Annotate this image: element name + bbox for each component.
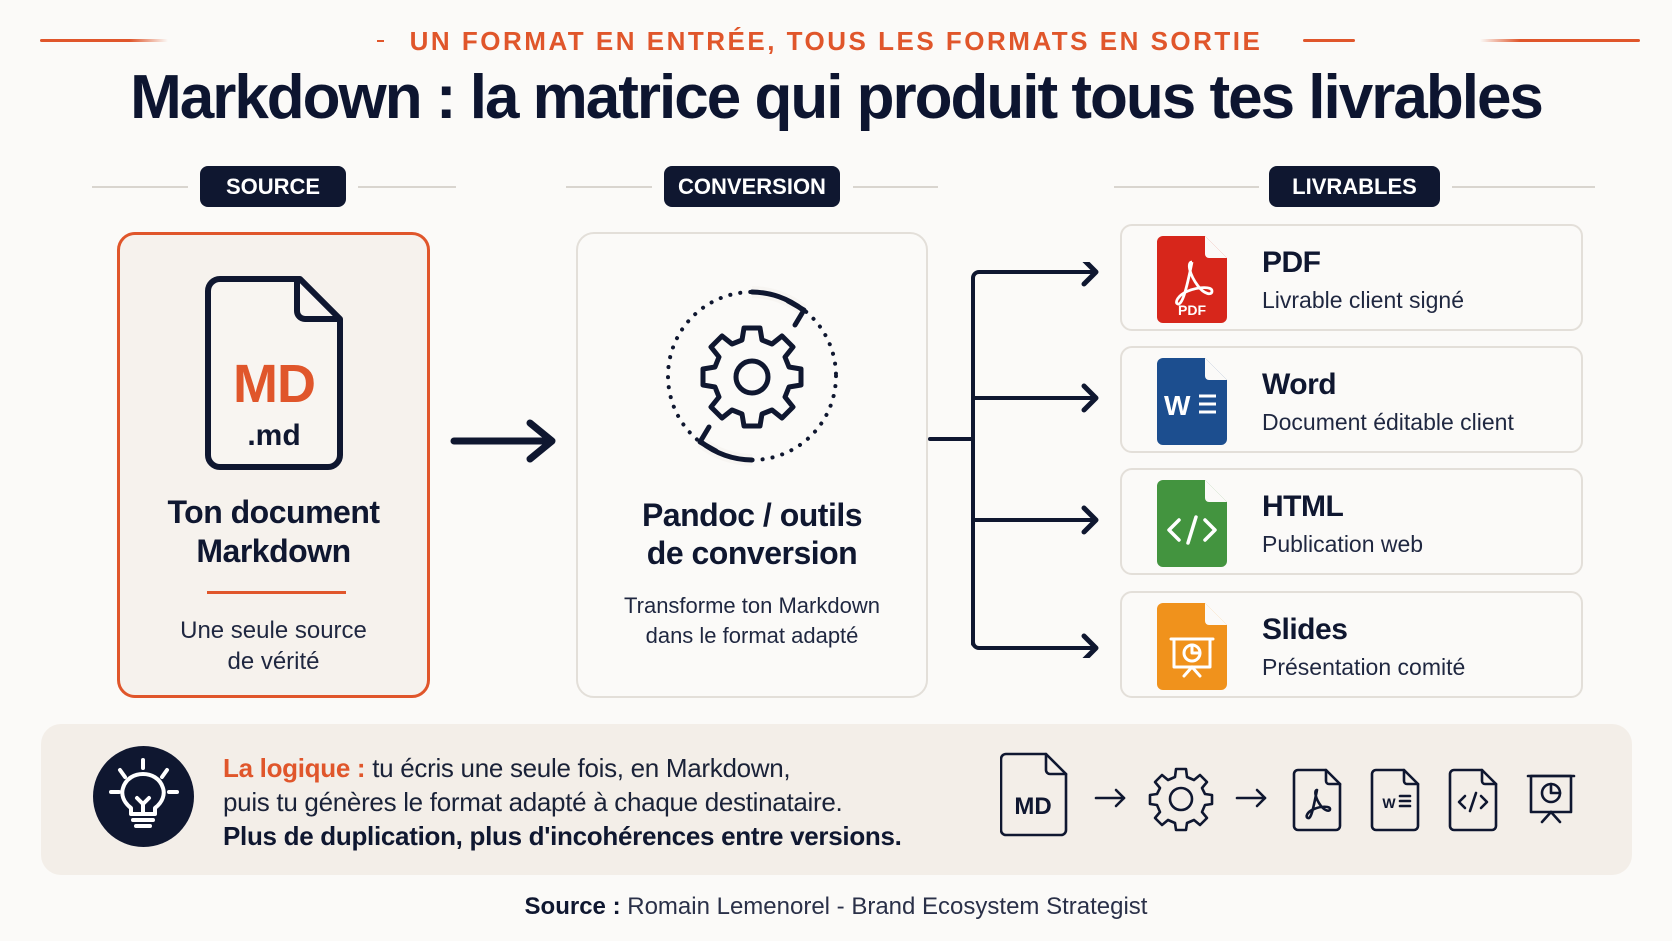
deliverable-name: PDF <box>1262 246 1321 279</box>
slides-file-icon <box>1157 603 1227 690</box>
source-card-title-line1: Ton document <box>167 494 380 530</box>
logic-panel <box>41 724 1632 875</box>
lightbulb-badge <box>93 746 194 847</box>
tagline-dash <box>377 40 384 42</box>
section-pill-deliverables: LIVRABLES <box>1269 166 1440 207</box>
section-pill-conversion: CONVERSION <box>664 166 840 207</box>
deliverable-card-word: W Word Document éditable client <box>1120 346 1583 453</box>
word-file-icon: W <box>1157 358 1227 445</box>
source-card-title-line2: Markdown <box>196 533 351 569</box>
pdf-icon <box>1292 768 1342 832</box>
section-pill-source: SOURCE <box>200 166 346 207</box>
gear-cycle-icon <box>666 286 838 466</box>
logic-line1: La logique : tu écris une seule fois, en… <box>223 753 791 783</box>
deliverable-name: Slides <box>1262 613 1348 646</box>
arrow-right-icon <box>1094 788 1126 808</box>
deliverable-card-html: HTML Publication web <box>1120 468 1583 575</box>
svg-text:W: W <box>1382 795 1396 811</box>
source-credit-text: Romain Lemenorel - Brand Ecosystem Strat… <box>620 893 1148 920</box>
mini-flow: MD W <box>1000 752 1576 837</box>
branch-connector <box>928 262 1099 658</box>
source-card: MD .md Ton document Markdown Une seule s… <box>117 232 430 698</box>
arrow-right-icon <box>1235 788 1267 808</box>
markdown-file-icon <box>205 276 343 470</box>
source-card-divider <box>207 591 346 594</box>
md-file-icon <box>1000 752 1068 837</box>
word-icon <box>1370 768 1420 832</box>
gear-icon <box>1148 767 1214 832</box>
conversion-card-sub-line2: dans le format adapté <box>645 623 859 648</box>
logic-line3: Plus de duplication, plus d'incohérences… <box>223 821 902 851</box>
source-credit-label: Source : <box>524 893 621 920</box>
pdf-file-icon: PDF <box>1157 236 1227 323</box>
deliverable-name: HTML <box>1262 490 1344 523</box>
code-icon <box>1448 768 1498 832</box>
deliverable-name: Word <box>1262 368 1337 401</box>
presentation-icon <box>1526 774 1576 824</box>
source-credit: Source : Romain Lemenorel - Brand Ecosys… <box>0 893 1672 921</box>
svg-text:PDF: PDF <box>1178 302 1206 318</box>
lightbulb-icon <box>109 758 179 828</box>
md-extension-label: .md <box>247 419 301 452</box>
section-rule <box>853 186 938 188</box>
section-rule <box>1452 186 1595 188</box>
section-rule <box>1114 186 1259 188</box>
tagline: UN FORMAT EN ENTRÉE, TOUS LES FORMATS EN… <box>0 26 1672 57</box>
tagline-rule-far-right <box>1480 39 1640 42</box>
deliverable-desc: Document éditable client <box>1262 409 1514 435</box>
html-file-icon <box>1157 480 1227 567</box>
section-rule <box>566 186 652 188</box>
deliverable-card-pdf: PDF PDF Livrable client signé <box>1120 224 1583 331</box>
svg-text:MD: MD <box>1014 793 1051 820</box>
logic-line2: puis tu génères le format adapté à chaqu… <box>223 787 843 817</box>
tagline-text: UN FORMAT EN ENTRÉE, TOUS LES FORMATS EN… <box>409 26 1263 56</box>
logic-text: La logique : tu écris une seule fois, en… <box>223 751 902 853</box>
deliverable-card-slides: Slides Présentation comité <box>1120 591 1583 698</box>
source-card-sub-line1: Une seule source <box>180 617 367 644</box>
source-card-sub-line2: de vérité <box>227 648 320 675</box>
tagline-rule-left <box>40 39 168 42</box>
page-title: Markdown : la matrice qui produit tous t… <box>130 63 1544 132</box>
section-rule <box>92 186 188 188</box>
conversion-card-title-line1: Pandoc / outils <box>641 497 863 533</box>
conversion-card-title-line2: de conversion <box>646 535 858 571</box>
logic-label: La logique : <box>223 753 366 783</box>
deliverable-desc: Livrable client signé <box>1262 287 1465 313</box>
svg-text:W: W <box>1164 390 1191 421</box>
conversion-card-sub-line1: Transforme ton Markdown <box>624 593 880 618</box>
arrow-right-icon <box>450 419 556 463</box>
conversion-card: Pandoc / outils de conversion Transforme… <box>576 232 928 698</box>
deliverable-desc: Présentation comité <box>1262 654 1466 680</box>
md-icon-label: MD <box>233 354 316 414</box>
deliverable-desc: Publication web <box>1262 531 1424 557</box>
section-rule <box>358 186 456 188</box>
tagline-rule-right <box>1303 39 1355 42</box>
